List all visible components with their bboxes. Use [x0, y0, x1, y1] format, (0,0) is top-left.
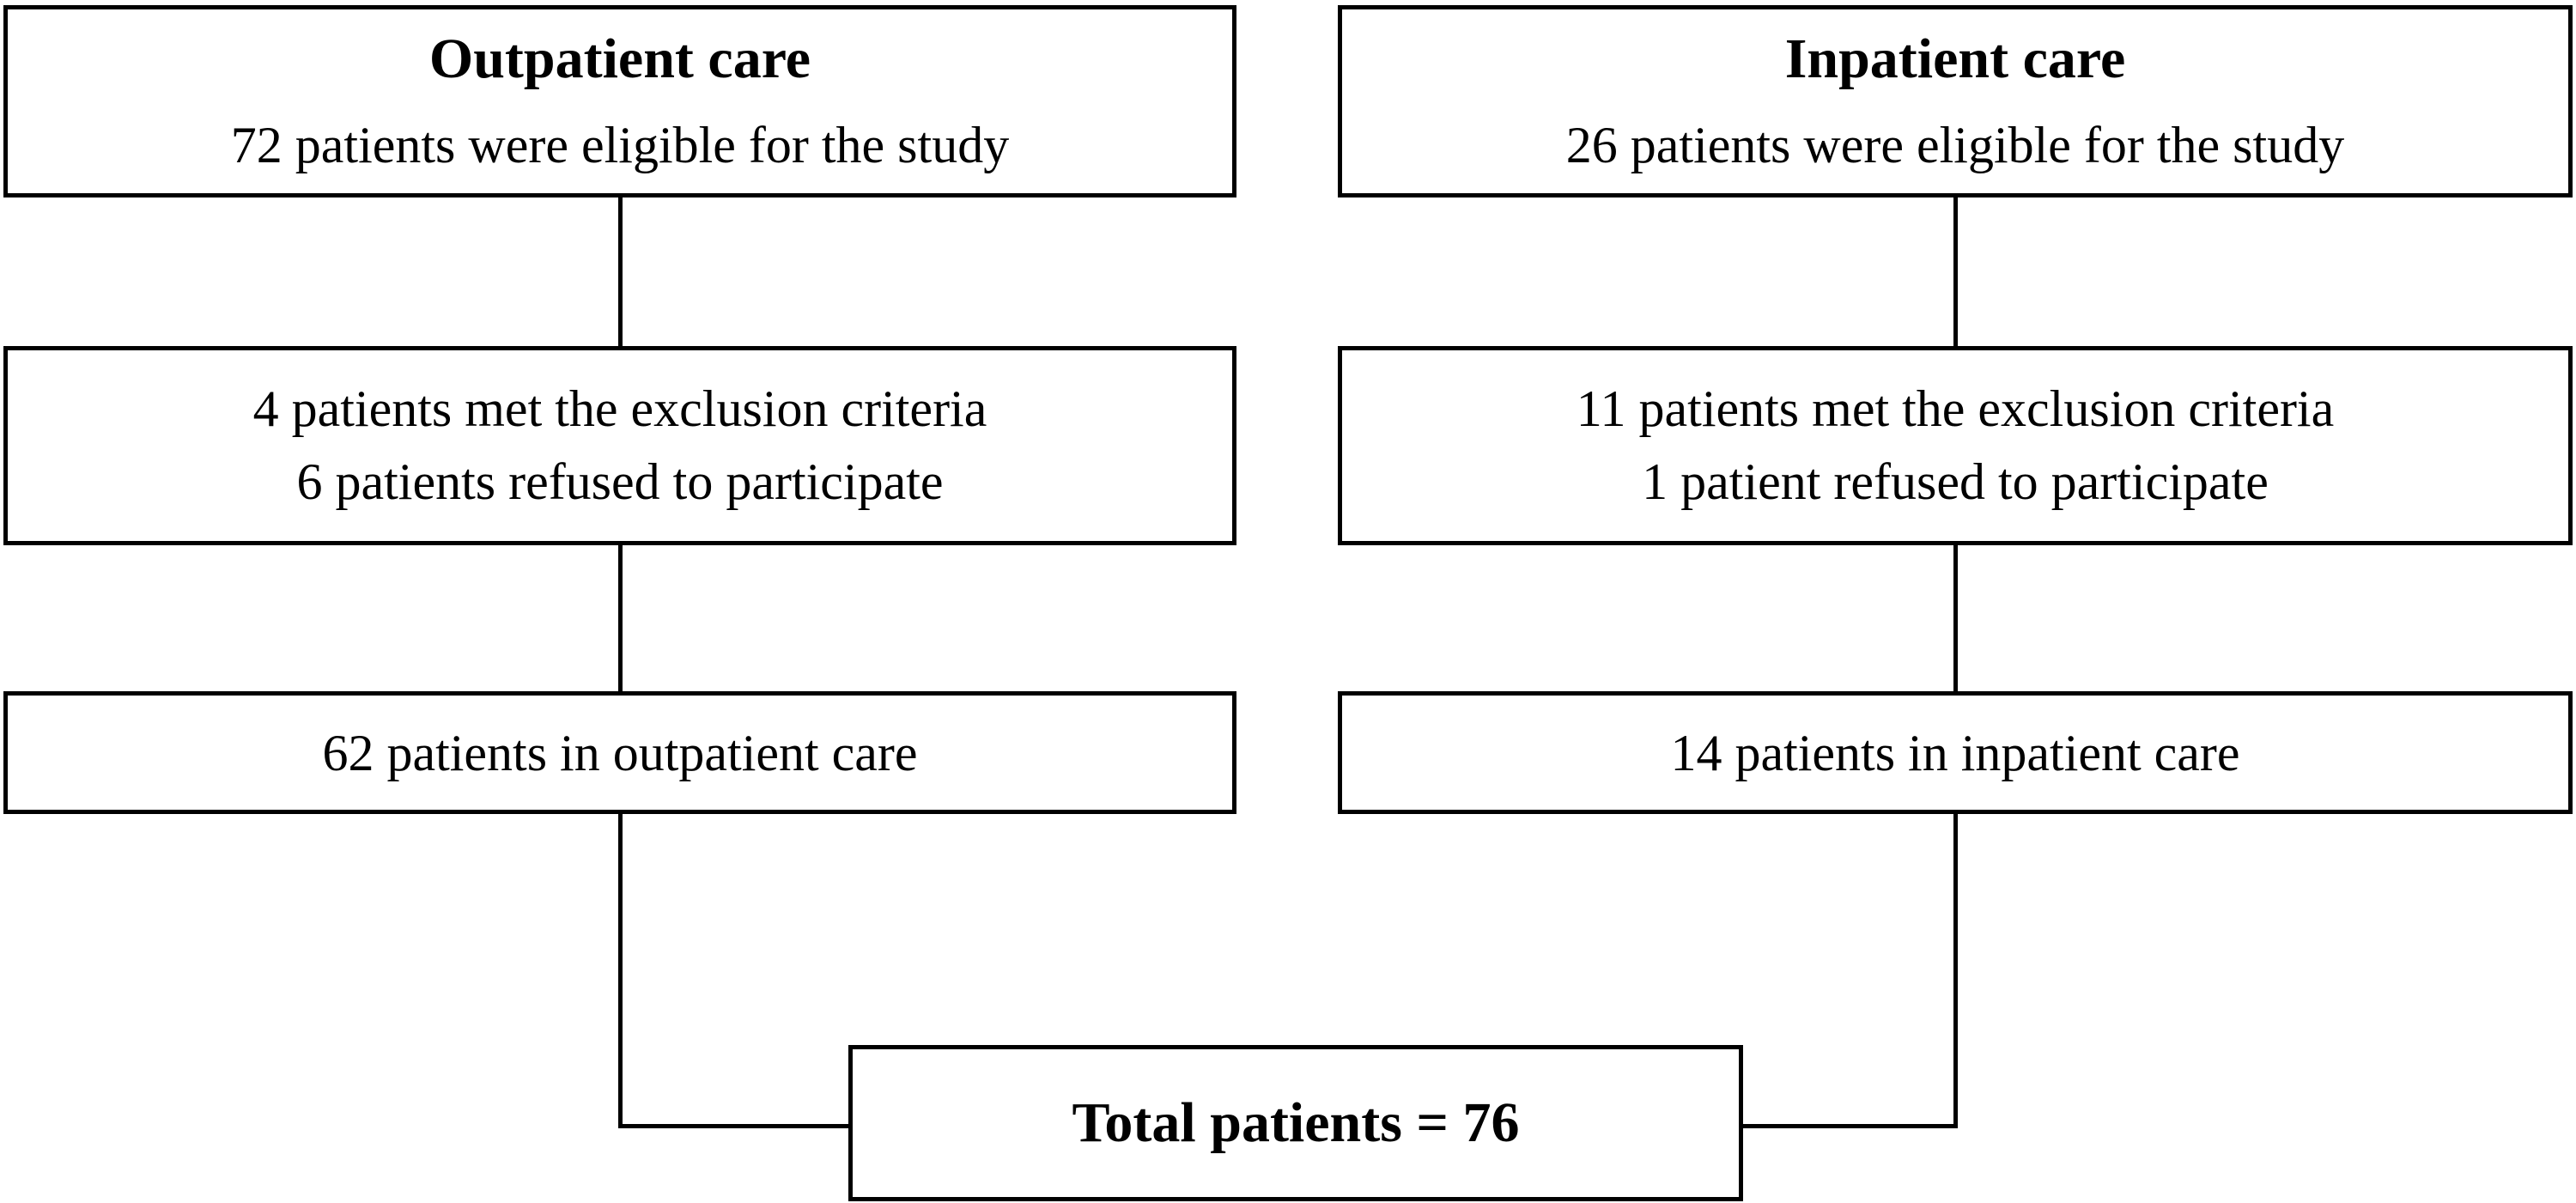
outpatient-excluded-line2: 6 patients refused to participate — [296, 453, 944, 510]
inpatient-connector-final-to-total-horizontal — [1743, 1124, 1958, 1128]
inpatient-eligible-text: 26 patients were eligible for the study — [1565, 116, 2345, 173]
outpatient-eligible-box: Outpatient care 72 patients were eligibl… — [3, 5, 1236, 197]
outpatient-excluded-box: 4 patients met the exclusion criteria 6 … — [3, 346, 1236, 545]
outpatient-eligible-text: 72 patients were eligible for the study — [230, 116, 1010, 173]
outpatient-title: Outpatient care — [428, 27, 811, 91]
inpatient-excluded-line2: 1 patient refused to participate — [1642, 453, 2269, 510]
total-patients-box: Total patients = 76 — [848, 1045, 1743, 1201]
inpatient-connector-final-to-total-vertical — [1953, 814, 1958, 1128]
outpatient-connector-excluded-to-final — [618, 545, 623, 691]
outpatient-final-box: 62 patients in outpatient care — [3, 691, 1236, 814]
outpatient-connector-final-to-total-vertical — [618, 814, 623, 1128]
total-patients-text: Total patients = 76 — [1072, 1091, 1520, 1155]
inpatient-title: Inpatient care — [1784, 27, 2126, 91]
inpatient-final-text: 14 patients in inpatient care — [1670, 724, 2240, 781]
outpatient-connector-final-to-total-horizontal — [618, 1124, 848, 1128]
inpatient-final-box: 14 patients in inpatient care — [1338, 691, 2573, 814]
outpatient-excluded-line1: 4 patients met the exclusion criteria — [252, 380, 987, 437]
inpatient-excluded-line1: 11 patients met the exclusion criteria — [1576, 380, 2335, 437]
outpatient-final-text: 62 patients in outpatient care — [322, 724, 918, 781]
inpatient-connector-eligible-to-excluded — [1953, 197, 1958, 346]
inpatient-connector-excluded-to-final — [1953, 545, 1958, 691]
inpatient-excluded-box: 11 patients met the exclusion criteria 1… — [1338, 346, 2573, 545]
inpatient-eligible-box: Inpatient care 26 patients were eligible… — [1338, 5, 2573, 197]
outpatient-connector-eligible-to-excluded — [618, 197, 623, 346]
